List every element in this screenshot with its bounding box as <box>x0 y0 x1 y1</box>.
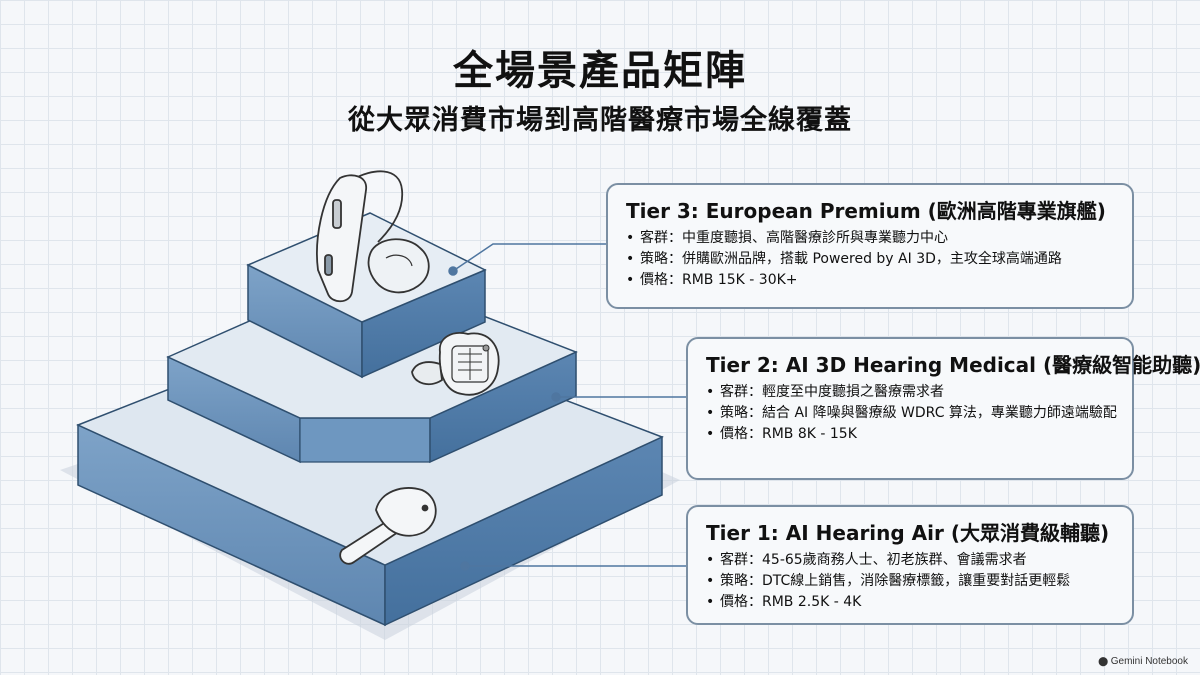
tier-2-audience: 客群：輕度至中度聽損之醫療需求者 <box>706 382 1118 403</box>
bullet-text: RMB 2.5K - 4K <box>762 594 862 610</box>
connectors <box>448 243 688 571</box>
bullet-separator: ： <box>668 230 682 246</box>
bullet-text: RMB 15K - 30K+ <box>682 272 798 288</box>
bullet-label: 策略 <box>720 405 748 421</box>
bullet-text: DTC線上銷售，消除醫療標籤，讓重要對話更輕鬆 <box>762 573 1071 589</box>
earbud-icon <box>339 487 437 565</box>
tier-2-bullets: 客群：輕度至中度聽損之醫療需求者 策略：結合 AI 降噪與醫療級 WDRC 算法… <box>706 382 1118 445</box>
tier-3-audience: 客群：中重度聽損、高階醫療診所與專業聽力中心 <box>626 228 1118 249</box>
page-title: 全場景產品矩陣 <box>453 48 747 94</box>
bullet-text: RMB 8K - 15K <box>762 426 857 442</box>
tier-3-price: 價格：RMB 15K - 30K+ <box>626 270 1118 291</box>
tier-1-price: 價格：RMB 2.5K - 4K <box>706 592 1118 613</box>
bullet-separator: ： <box>748 573 762 589</box>
bullet-label: 客群 <box>720 552 748 568</box>
gemini-logo-icon: ⬤ <box>1098 656 1111 666</box>
tier-2-title: Tier 2: AI 3D Hearing Medical (醫療級智能助聽) <box>706 353 1200 377</box>
bullet-label: 客群 <box>640 230 668 246</box>
bullet-label: 價格 <box>720 426 748 442</box>
bullet-separator: ： <box>748 384 762 400</box>
bullet-label: 策略 <box>720 573 748 589</box>
page-subtitle: 從大眾消費市場到高階醫療市場全線覆蓋 <box>348 105 852 136</box>
bullet-separator: ： <box>668 272 682 288</box>
bullet-label: 價格 <box>640 272 668 288</box>
tier-1-audience: 客群：45-65歲商務人士、初老族群、會議需求者 <box>706 550 1118 571</box>
bullet-separator: ： <box>748 594 762 610</box>
tier-1-bullets: 客群：45-65歲商務人士、初老族群、會議需求者 策略：DTC線上銷售，消除醫療… <box>706 550 1118 613</box>
tier-3-card: Tier 3: European Premium (歐洲高階專業旗艦) 客群：中… <box>606 183 1134 309</box>
bullet-text: 結合 AI 降噪與醫療級 WDRC 算法，專業聽力師遠端驗配 <box>762 405 1117 421</box>
bullet-text: 輕度至中度聽損之醫療需求者 <box>762 384 944 400</box>
tier-1-title: Tier 1: AI Hearing Air (大眾消費級輔聽) <box>706 521 1110 545</box>
bullet-separator: ： <box>748 405 762 421</box>
tier-3-bullets: 客群：中重度聽損、高階醫療診所與專業聽力中心 策略：併購歐洲品牌，搭載 Powe… <box>626 228 1118 291</box>
bullet-separator: ： <box>668 251 682 267</box>
watermark: ⬤ Gemini Notebook <box>1098 656 1188 667</box>
tier-3-step <box>246 212 487 379</box>
tier-2-price: 價格：RMB 8K - 15K <box>706 424 1118 445</box>
tier-1-strategy: 策略：DTC線上銷售，消除醫療標籤，讓重要對話更輕鬆 <box>706 571 1118 592</box>
bullet-label: 客群 <box>720 384 748 400</box>
bullet-text: 45-65歲商務人士、初老族群、會議需求者 <box>762 552 1027 568</box>
bte-hearing-aid-icon <box>316 170 430 303</box>
bullet-label: 價格 <box>720 594 748 610</box>
custom-ite-hearing-aid-icon <box>411 332 500 396</box>
bullet-separator: ： <box>748 426 762 442</box>
bullet-text: 中重度聽損、高階醫療診所與專業聽力中心 <box>682 230 948 246</box>
tier-1-card: Tier 1: AI Hearing Air (大眾消費級輔聽) 客群：45-6… <box>686 505 1134 625</box>
watermark-text: Gemini Notebook <box>1110 656 1188 667</box>
bullet-separator: ： <box>748 552 762 568</box>
bullet-label: 策略 <box>640 251 668 267</box>
tier-2-card: Tier 2: AI 3D Hearing Medical (醫療級智能助聽) … <box>686 337 1200 480</box>
tier-3-title: Tier 3: European Premium (歐洲高階專業旗艦) <box>626 199 1106 223</box>
bullet-text: 併購歐洲品牌，搭載 Powered by AI 3D，主攻全球高端通路 <box>682 251 1062 267</box>
tier-2-strategy: 策略：結合 AI 降噪與醫療級 WDRC 算法，專業聽力師遠端驗配 <box>706 403 1118 424</box>
tier-3-strategy: 策略：併購歐洲品牌，搭載 Powered by AI 3D，主攻全球高端通路 <box>626 249 1118 270</box>
